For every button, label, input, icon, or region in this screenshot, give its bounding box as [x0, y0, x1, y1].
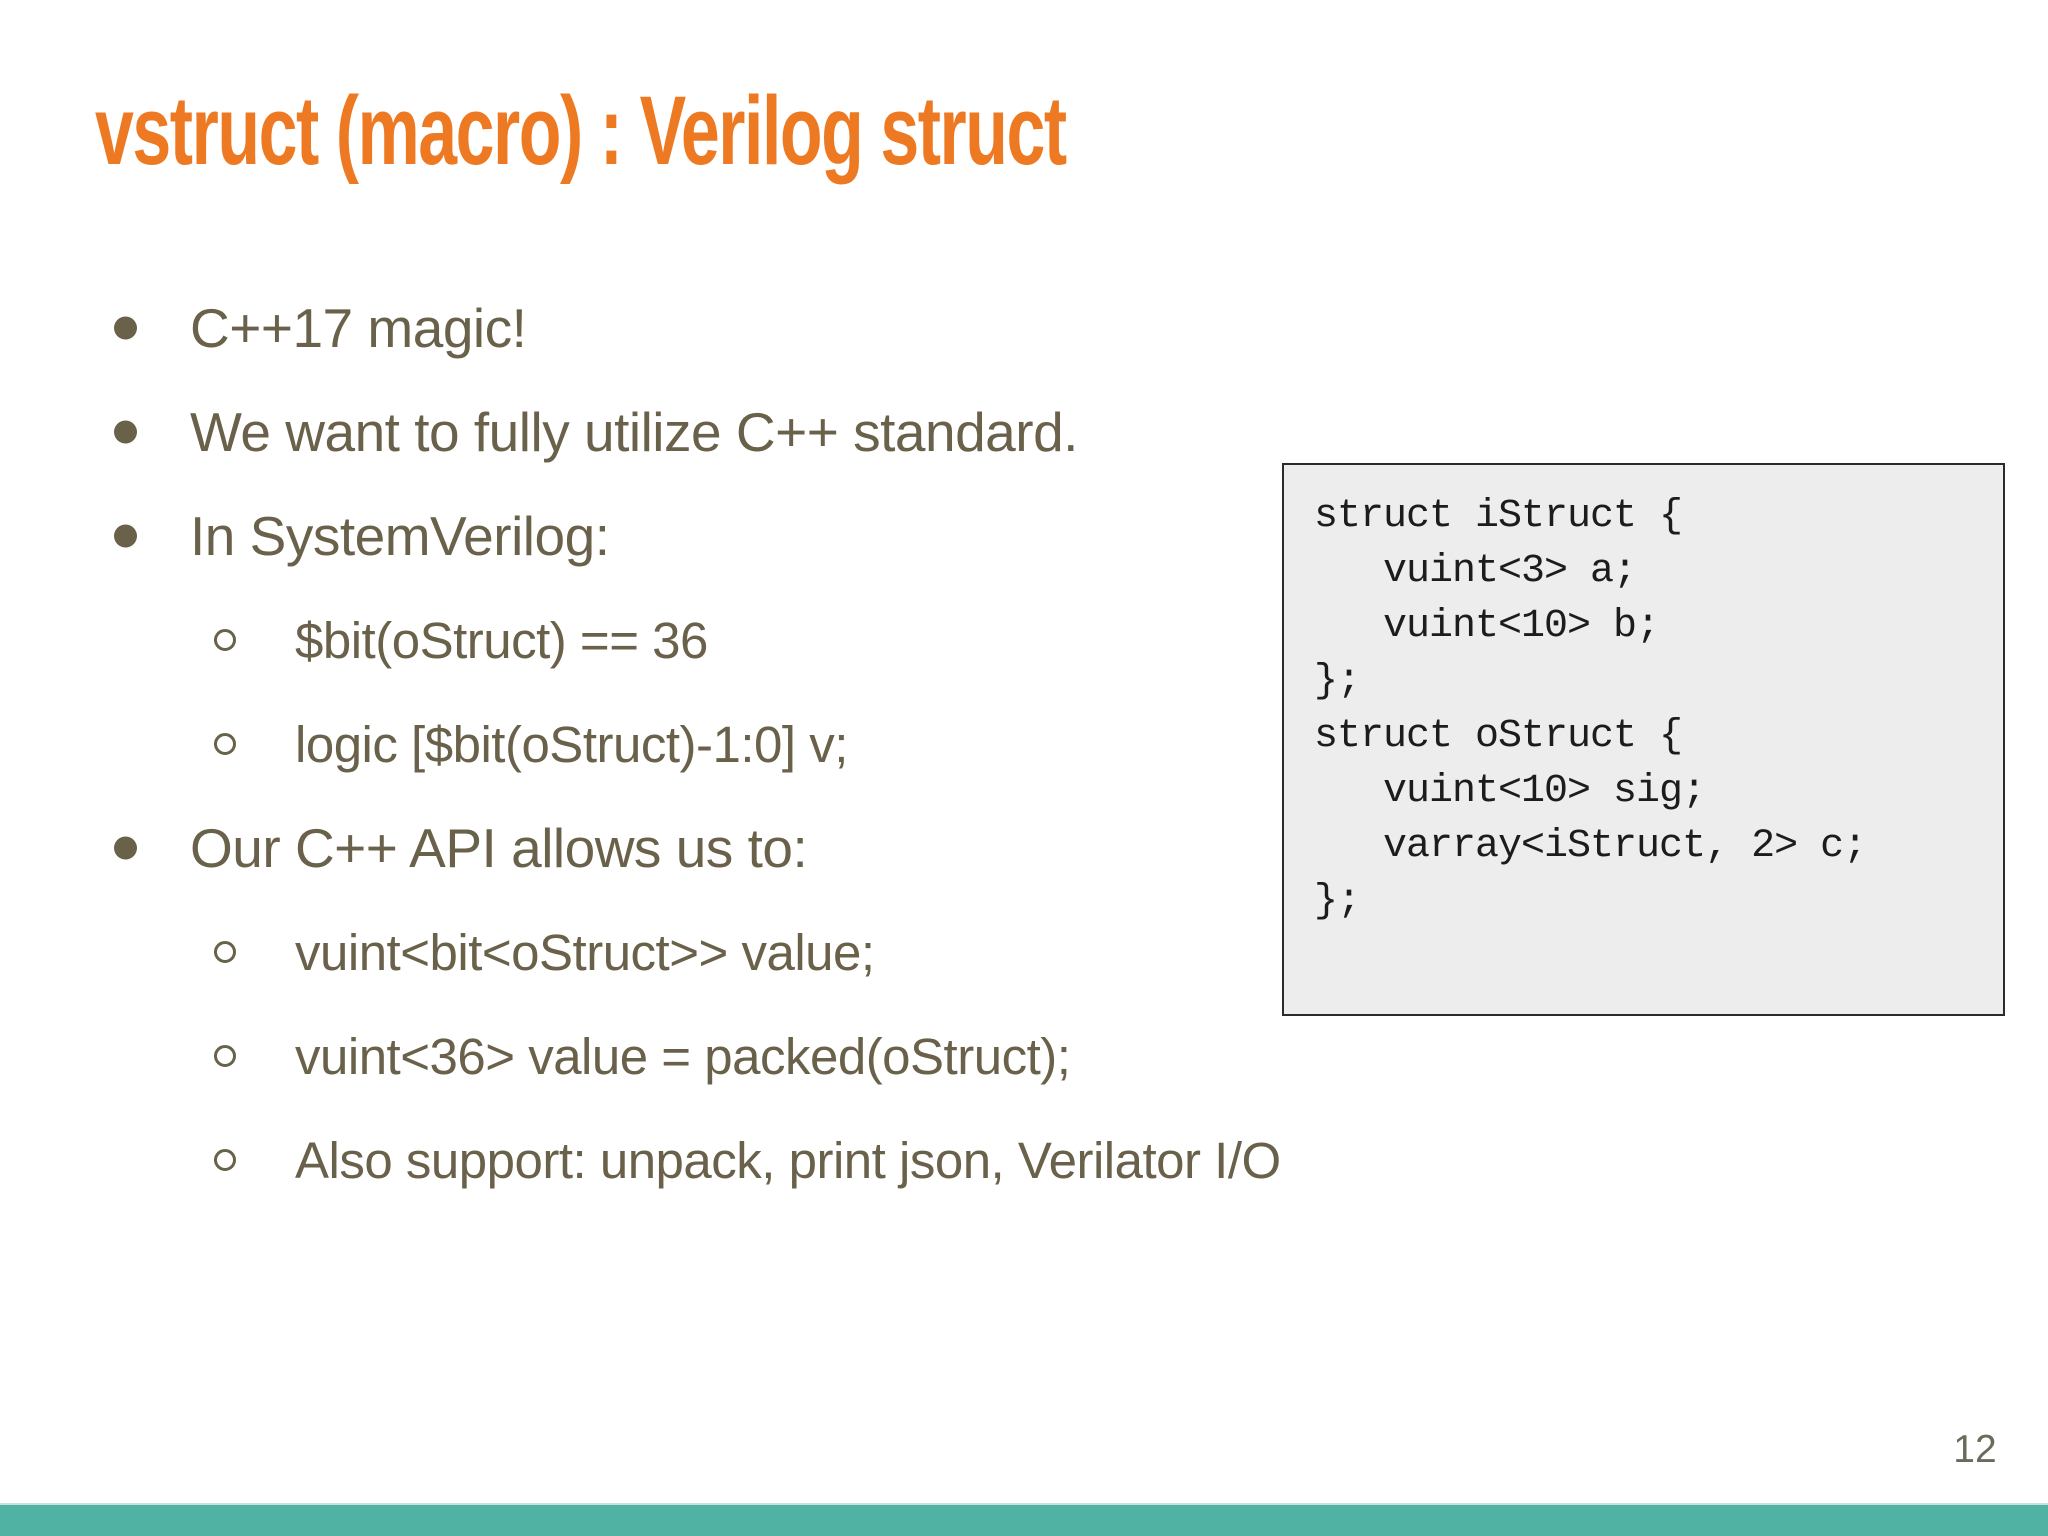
sub-bullet-item: logic [$bit(oStruct)-1:0] v;	[95, 692, 1295, 796]
bullet-text: We want to fully utilize C++ standard.	[190, 401, 1078, 463]
sub-bullet-item: $bit(oStruct) == 36	[95, 588, 1295, 692]
hollow-bullet-icon	[214, 941, 236, 963]
bullet-text: C++17 magic!	[190, 297, 527, 359]
filled-bullet-icon	[114, 316, 137, 340]
page-number: 12	[1953, 1428, 1997, 1471]
code-line: vuint<3> a;	[1314, 549, 1637, 594]
hollow-bullet-icon	[214, 1149, 236, 1171]
code-line: };	[1314, 879, 1361, 924]
filled-bullet-icon	[114, 836, 137, 860]
bullet-item: We want to fully utilize C++ standard.	[95, 380, 1295, 484]
sub-bullet-text: $bit(oStruct) == 36	[295, 611, 708, 669]
bullet-text: In SystemVerilog:	[190, 505, 610, 567]
code-line: struct iStruct {	[1314, 494, 1683, 539]
code-snippet-box: struct iStruct { vuint<3> a; vuint<10> b…	[1282, 463, 2005, 1016]
code-line: };	[1314, 659, 1361, 704]
filled-bullet-icon	[114, 524, 137, 548]
hollow-bullet-icon	[214, 733, 236, 755]
filled-bullet-icon	[114, 420, 137, 444]
bullet-list: C++17 magic! We want to fully utilize C+…	[95, 276, 1295, 1212]
hollow-bullet-icon	[214, 629, 236, 651]
sub-bullet-text: vuint<bit<oStruct>> value;	[295, 923, 875, 981]
code-line: varray<iStruct, 2> c;	[1314, 824, 1867, 869]
bullet-text: Our C++ API allows us to:	[190, 817, 808, 879]
bullet-item: In SystemVerilog:	[95, 484, 1295, 588]
hollow-bullet-icon	[214, 1045, 236, 1067]
code-line: vuint<10> sig;	[1314, 769, 1706, 814]
sub-bullet-item: vuint<36> value = packed(oStruct);	[95, 1004, 1295, 1108]
footer-accent-bar	[0, 1503, 2048, 1536]
bullet-item: Our C++ API allows us to:	[95, 796, 1295, 900]
sub-bullet-text: logic [$bit(oStruct)-1:0] v;	[295, 715, 848, 773]
sub-bullet-text: Also support: unpack, print json, Verila…	[295, 1131, 1281, 1189]
sub-bullet-item: Also support: unpack, print json, Verila…	[95, 1108, 1295, 1212]
sub-bullet-text: vuint<36> value = packed(oStruct);	[295, 1027, 1071, 1085]
bullet-item: C++17 magic!	[95, 276, 1295, 380]
code-line: vuint<10> b;	[1314, 604, 1660, 649]
sub-bullet-item: vuint<bit<oStruct>> value;	[95, 900, 1295, 1004]
code-line: struct oStruct {	[1314, 714, 1683, 759]
slide-title: vstruct (macro) : Verilog struct	[95, 76, 1067, 185]
